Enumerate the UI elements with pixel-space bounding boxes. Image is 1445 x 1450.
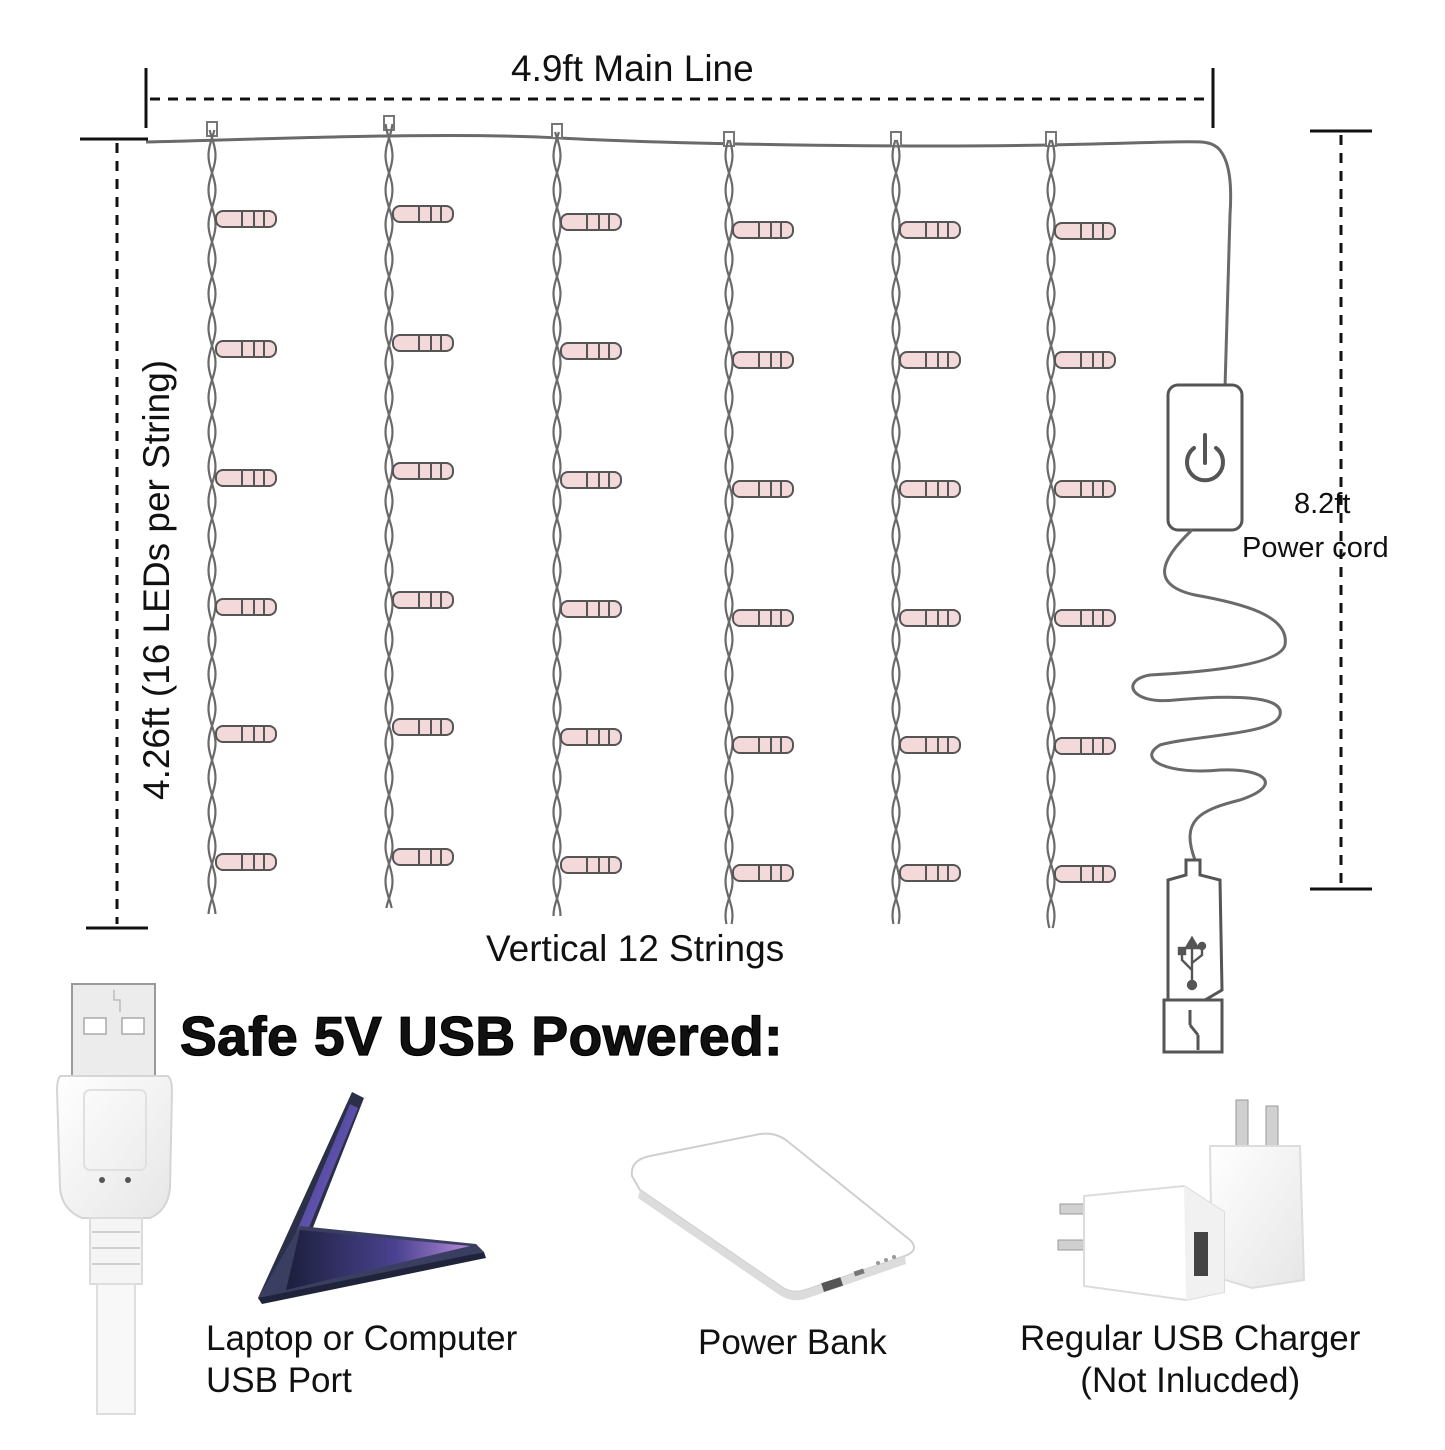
main-line-label: 4.9ft Main Line (511, 48, 754, 89)
led-bulb (560, 213, 622, 231)
led-bulb (1054, 222, 1116, 240)
led-bulb (732, 480, 794, 498)
led-bulb (215, 598, 277, 616)
led-bulb (560, 856, 622, 874)
led-bulb (560, 600, 622, 618)
power-bank-icon (630, 1132, 915, 1301)
led-bulb (899, 609, 961, 627)
string-length-dimension (80, 137, 148, 930)
led-bulb (899, 864, 961, 882)
headline: Safe 5V USB Powered: (179, 1004, 783, 1067)
usb-symbol-icon (1177, 935, 1207, 991)
led-string (890, 131, 961, 925)
usb-plug-icon (1162, 858, 1224, 1054)
led-bulb (215, 725, 277, 743)
led-strings (206, 115, 1116, 929)
led-bulb (899, 480, 961, 498)
led-bulb (732, 351, 794, 369)
coiled-power-cord (1131, 528, 1287, 861)
led-bulb (899, 221, 961, 239)
led-string (551, 123, 622, 917)
laptop-icon (258, 1092, 486, 1304)
led-bulb (392, 334, 454, 352)
led-string (383, 115, 454, 909)
led-bulb (215, 210, 277, 228)
power-cord-label: Power cord (1242, 532, 1389, 564)
led-bulb (215, 469, 277, 487)
led-bulb (899, 736, 961, 754)
main-line-dimension (144, 68, 1215, 128)
charger-caption-line1: Regular USB Charger (1020, 1319, 1361, 1358)
led-bulb (560, 471, 622, 489)
power-cord-length-label: 8.2ft (1294, 488, 1351, 520)
led-bulb (392, 848, 454, 866)
led-bulb (732, 221, 794, 239)
power-switch[interactable] (1166, 383, 1244, 532)
usb-connector-icon (55, 983, 174, 1415)
led-string (723, 131, 794, 925)
led-bulb (732, 736, 794, 754)
led-bulb (392, 462, 454, 480)
led-bulb (392, 205, 454, 223)
led-bulb (215, 853, 277, 871)
led-bulb (732, 609, 794, 627)
led-string (1045, 131, 1116, 929)
laptop-caption-line1: Laptop or Computer (206, 1319, 518, 1358)
power-cord-dimension (1310, 129, 1372, 891)
main-wire (145, 133, 1233, 389)
laptop-caption: Laptop or Computer USB Port (206, 1318, 517, 1402)
usb-charger-icon (1057, 1099, 1306, 1302)
charger-caption: Regular USB Charger (Not Inlucded) (1020, 1318, 1360, 1402)
led-bulb (1054, 351, 1116, 369)
led-bulb (732, 864, 794, 882)
led-bulb (1054, 480, 1116, 498)
led-bulb (1054, 609, 1116, 627)
led-bulb (1054, 737, 1116, 755)
power-button-icon[interactable] (1185, 433, 1225, 483)
led-bulb (899, 351, 961, 369)
led-bulb (1054, 865, 1116, 883)
charger-caption-line2: (Not Inlucded) (1080, 1361, 1301, 1400)
led-string (206, 121, 277, 915)
led-bulb (560, 728, 622, 746)
power-bank-caption: Power Bank (698, 1323, 887, 1362)
led-bulb (560, 342, 622, 360)
led-bulb (215, 340, 277, 358)
string-length-label: 4.26ft (16 LEDs per String) (136, 359, 177, 800)
strings-count-label: Vertical 12 Strings (486, 928, 785, 969)
led-bulb (392, 591, 454, 609)
laptop-caption-line2: USB Port (206, 1361, 352, 1400)
led-bulb (392, 718, 454, 736)
